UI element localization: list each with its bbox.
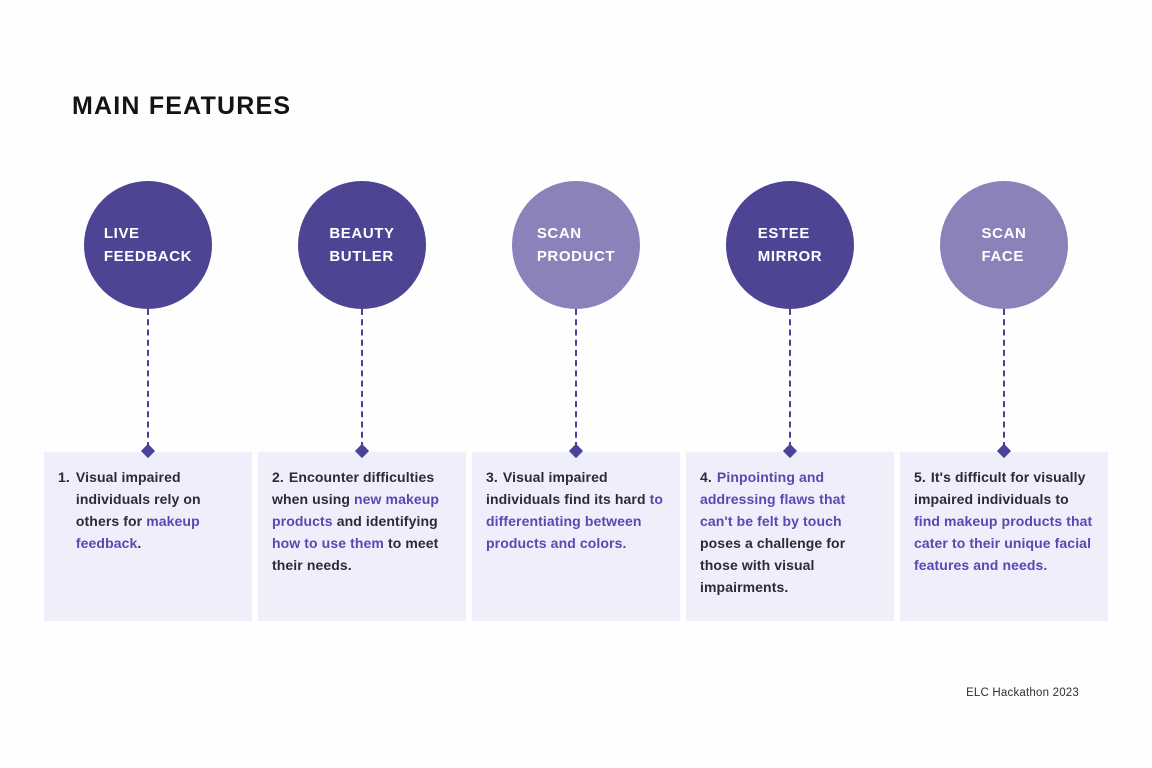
feature-column-beauty-butler: BEAUTY BUTLER 2.Encounter difficulties w… [258, 181, 466, 621]
feature-card: 4.Pinpointing and addressing flaws that … [686, 452, 894, 621]
feature-circle-label: ESTEE MIRROR [757, 225, 823, 265]
feature-circle-estee-mirror: ESTEE MIRROR [726, 181, 854, 309]
feature-column-live-feedback: LIVE FEEDBACK 1. Visual impaired individu… [44, 181, 252, 621]
feature-column-estee-mirror: ESTEE MIRROR 4.Pinpointing and addressin… [686, 181, 894, 621]
dotted-connector [789, 309, 791, 448]
feature-description-text: It's difficult for visually impaired ind… [914, 469, 1093, 573]
feature-number: 5. [914, 469, 926, 485]
feature-description-text: Visual impaired individuals rely on othe… [75, 469, 201, 551]
feature-description: 1. Visual impaired individuals rely on ot… [58, 466, 239, 554]
page-title: MAIN FEATURES [72, 92, 292, 120]
feature-circle-label: SCAN FACE [981, 225, 1027, 265]
footer-credit: ELC Hackathon 2023 [966, 687, 1079, 699]
feature-description-text: Visual impaired individuals find its har… [486, 469, 664, 551]
feature-description: 5.It's difficult for visually impaired i… [914, 466, 1095, 576]
dotted-connector [575, 309, 577, 448]
feature-circle-label: BEAUTY BUTLER [329, 225, 395, 265]
feature-number: 4. [700, 469, 712, 485]
feature-circle-scan-face: SCAN FACE [940, 181, 1068, 309]
feature-column-scan-product: SCAN PRODUCT 3.Visual impaired individua… [472, 181, 680, 621]
feature-circle-label: LIVE FEEDBACK [103, 225, 193, 265]
feature-description: 2.Encounter difficulties when using new … [272, 466, 453, 576]
dotted-connector [1003, 309, 1005, 448]
feature-circle-scan-product: SCAN PRODUCT [512, 181, 640, 309]
feature-description: 3.Visual impaired individuals find its h… [486, 466, 667, 554]
feature-number: 1. [58, 469, 70, 485]
feature-circle-live-feedback: LIVE FEEDBACK [84, 181, 212, 309]
features-row: LIVE FEEDBACK 1. Visual impaired individu… [44, 181, 1108, 621]
dotted-connector [147, 309, 149, 448]
feature-card: 5.It's difficult for visually impaired i… [900, 452, 1108, 621]
feature-circle-label: SCAN PRODUCT [536, 225, 616, 265]
feature-number: 3. [486, 469, 498, 485]
feature-circle-beauty-butler: BEAUTY BUTLER [298, 181, 426, 309]
feature-number: 2. [272, 469, 284, 485]
feature-description: 4.Pinpointing and addressing flaws that … [700, 466, 881, 598]
feature-column-scan-face: SCAN FACE 5.It's difficult for visually … [900, 181, 1108, 621]
feature-description-text: Pinpointing and addressing flaws that ca… [700, 469, 846, 595]
feature-card: 2.Encounter difficulties when using new … [258, 452, 466, 621]
feature-description-text: Encounter difficulties when using new ma… [272, 469, 440, 573]
feature-card: 3.Visual impaired individuals find its h… [472, 452, 680, 621]
feature-card: 1. Visual impaired individuals rely on ot… [44, 452, 252, 621]
dotted-connector [361, 309, 363, 448]
